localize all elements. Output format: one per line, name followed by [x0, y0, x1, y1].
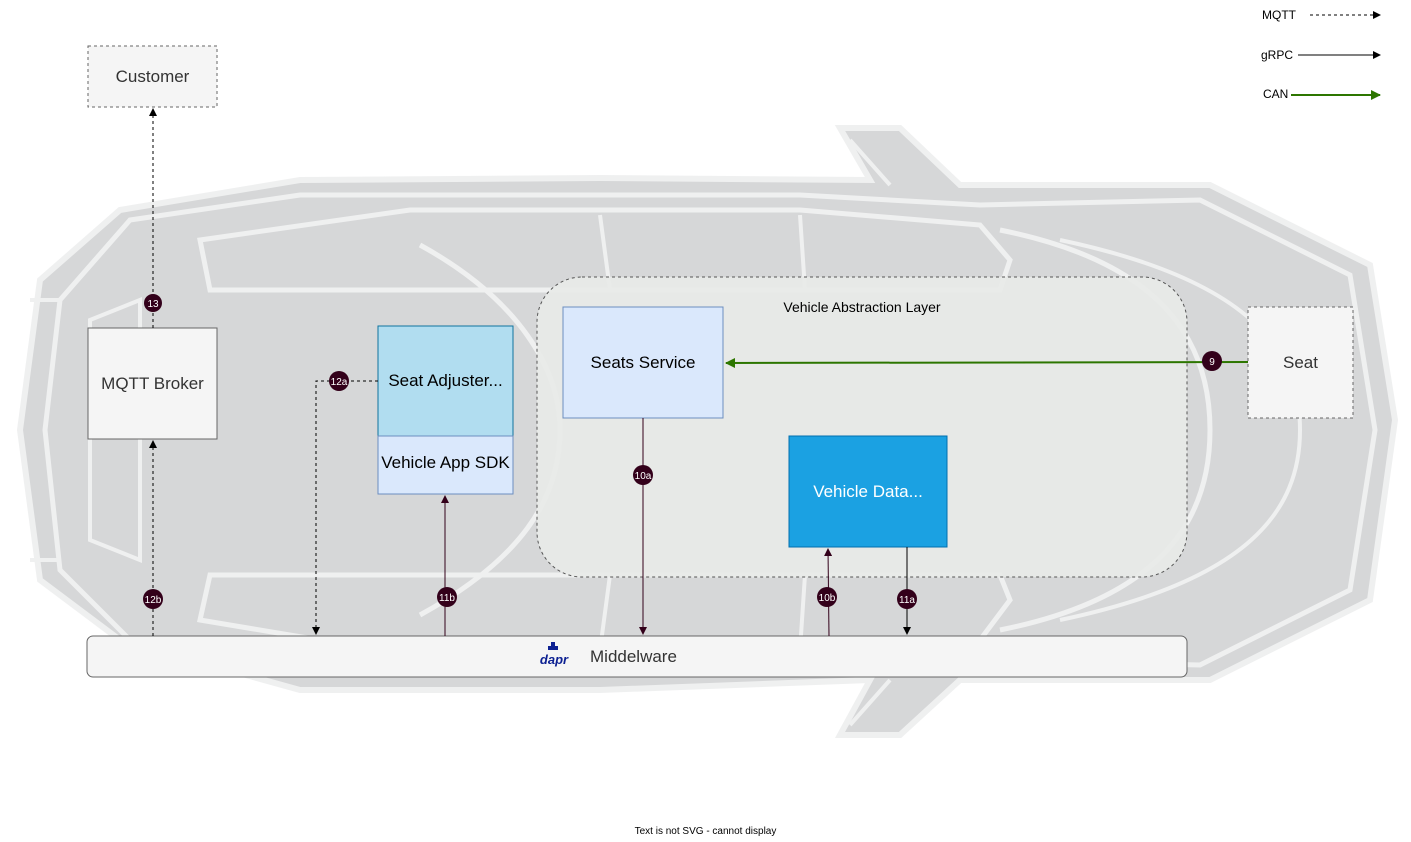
svg-text:10b: 10b: [819, 593, 836, 604]
dapr-logo-icon: dapr: [540, 642, 569, 667]
customer-node: Customer: [88, 46, 217, 107]
vehicle-app-sdk-label: Vehicle App SDK: [381, 453, 510, 472]
step-badge-9: 9: [1202, 351, 1222, 371]
vehicle-data-label: Vehicle Data...: [813, 481, 923, 501]
seat-adjuster-node: Seat Adjuster...: [378, 326, 513, 436]
customer-box-shape: [87, 45, 218, 108]
step-badge-12a: 12a: [329, 371, 349, 391]
step-badge-12b: 12b: [143, 589, 163, 609]
svg-text:9: 9: [1209, 357, 1215, 368]
seats-service-node: Seats Service: [563, 307, 723, 418]
step-badge-11a: 11a: [897, 589, 917, 609]
svg-text:12a: 12a: [331, 377, 348, 388]
edge-9-can: [725, 357, 1249, 368]
seat-shape: [1247, 306, 1354, 419]
svg-text:10a: 10a: [635, 471, 652, 482]
vehicle-data-node: Vehicle Data...: [789, 436, 947, 547]
mqtt-broker-label: MQTT Broker: [101, 373, 204, 393]
legend-grpc-label: gRPC: [1261, 48, 1294, 62]
legend-can-label: CAN: [1263, 87, 1289, 101]
seat-label: Seat: [1283, 352, 1318, 372]
val-title: Vehicle Abstraction Layer: [537, 296, 1187, 318]
legend-mqtt-label: MQTT: [1262, 8, 1296, 22]
vehicle-app-sdk-shape: [377, 435, 514, 495]
vehicle-app-sdk-node: Vehicle App SDK: [372, 436, 519, 490]
svg-fallback-footer: Text is not SVG - cannot display: [634, 826, 777, 837]
seat-adjuster-label: Seat Adjuster...: [388, 371, 503, 390]
customer-label: Customer: [115, 66, 190, 86]
step-badge-11b: 11b: [437, 587, 457, 607]
seats-service-label: Seats Service: [590, 352, 696, 372]
middleware-node: Middelware: [590, 636, 684, 677]
svg-text:13: 13: [147, 299, 159, 310]
mqtt-broker-node: MQTT Broker: [88, 328, 217, 439]
svg-text:12b: 12b: [145, 595, 162, 606]
svg-text:11a: 11a: [899, 595, 915, 606]
step-badge-10a: 10a: [633, 465, 653, 485]
svg-text:11b: 11b: [439, 593, 455, 604]
vehicle-data-shape: [788, 435, 948, 548]
edge-12a-mqtt: [312, 380, 378, 635]
step-badge-13: 13: [144, 294, 162, 312]
step-badge-10b: 10b: [817, 587, 837, 607]
val-title-label: Vehicle Abstraction Layer: [783, 299, 941, 315]
dapr-logo-text: dapr: [540, 652, 569, 667]
seat-node: Seat: [1248, 307, 1353, 418]
middleware-shape: [86, 635, 1188, 678]
seat-adjuster-shape: [377, 325, 514, 437]
middleware-label: Middelware: [590, 646, 677, 666]
